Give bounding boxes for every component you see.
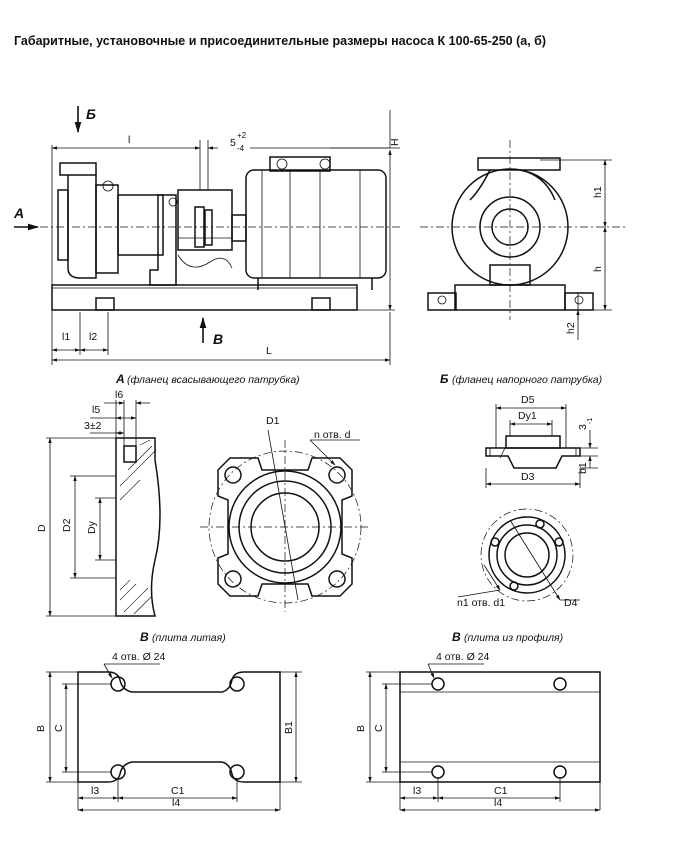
flange-a-heading: (фланец всасывающего патрубка) <box>127 374 300 386</box>
dim-B: B <box>35 725 47 732</box>
terminal-box <box>269 156 331 172</box>
dim-l3: l3 <box>91 785 99 797</box>
view-arrow-b-label: Б <box>86 106 96 122</box>
flange-a-holes-label: n отв. d <box>314 429 351 441</box>
plate-profile-holes-label: 4 отв. Ø 24 <box>436 651 490 663</box>
plate-cast-outline <box>77 671 281 783</box>
discharge-flange <box>59 162 97 176</box>
dim-D4: D4 <box>564 597 578 609</box>
view-arrow-a-label: А <box>13 205 24 221</box>
plate-cast-letter: В <box>140 630 149 644</box>
dim-thickness: 3±2 <box>84 420 102 432</box>
dim-l4: l4 <box>494 797 502 809</box>
dim-h1: h1 <box>592 186 604 198</box>
plate-profile-heading: (плита из профиля) <box>464 632 563 644</box>
dim-C1: C1 <box>494 785 508 797</box>
dim-Dy: Dy <box>86 520 98 534</box>
dim-D2: D2 <box>61 518 73 532</box>
dim-B1: B1 <box>283 721 295 734</box>
dim-gap-sup: +2 <box>237 131 247 140</box>
flange-b-letter: Б <box>440 372 449 386</box>
flange-a-letter: А <box>115 372 125 386</box>
flange-a-outline <box>217 457 353 597</box>
dim-L: L <box>266 345 272 357</box>
dim-b1: b1 <box>577 462 589 474</box>
dim-gap3-sub: -1 <box>587 418 594 424</box>
dim-D: D <box>36 524 48 532</box>
flange-b-holes-label: n1 отв. d1 <box>457 597 505 609</box>
pump-casing <box>95 184 119 274</box>
plate-profile-letter: В <box>452 630 461 644</box>
dim-C: C <box>373 724 385 732</box>
plate-cast-heading: (плита литая) <box>152 632 226 644</box>
dim-l6: l6 <box>115 389 123 401</box>
dim-C: C <box>53 724 65 732</box>
dim-Dy1: Dy1 <box>518 410 537 422</box>
plate-profile-outline <box>399 671 601 783</box>
dim-h: h <box>592 266 604 272</box>
dim-H: H <box>389 138 401 146</box>
flange-b-view: Б (фланец напорного патрубка) D5 Dy1 D3 … <box>440 372 602 609</box>
main-view: Б А В l 5 +2 -4 H l1 l2 L <box>13 106 401 365</box>
dim-gap-base: 5 <box>230 137 236 149</box>
dim-gap3: 3 <box>577 424 589 430</box>
dim-l5: l5 <box>92 404 100 416</box>
flange-a-view: А (фланец всасывающего патрубка) <box>36 372 370 617</box>
page-title: Габаритные, установочные и присоединител… <box>14 34 547 48</box>
dim-l: l <box>128 134 130 146</box>
motor-body <box>245 169 387 279</box>
dim-C1: C1 <box>171 785 185 797</box>
dim-B: B <box>355 725 367 732</box>
dim-l3: l3 <box>413 785 421 797</box>
dim-D5: D5 <box>521 394 535 406</box>
plate-cast-holes-label: 4 отв. Ø 24 <box>112 651 166 663</box>
dim-l4: l4 <box>172 797 180 809</box>
plate-cast-view: В (плита литая) 4 отв. Ø 24 B C B1 l3 C1… <box>35 630 302 812</box>
dim-D1: D1 <box>266 415 280 427</box>
dim-h2: h2 <box>565 322 577 334</box>
dim-l1: l1 <box>62 331 70 343</box>
plate-profile-view: В (плита из профиля) 4 отв. Ø 24 B C l3 … <box>355 630 601 812</box>
view-arrow-v-label: В <box>213 331 223 347</box>
side-view: h1 h h2 <box>420 140 628 340</box>
flange-b-heading: (фланец напорного патрубка) <box>452 374 602 386</box>
dim-gap-sub: -4 <box>237 144 245 153</box>
dim-l2: l2 <box>89 331 97 343</box>
dim-D3: D3 <box>521 471 535 483</box>
